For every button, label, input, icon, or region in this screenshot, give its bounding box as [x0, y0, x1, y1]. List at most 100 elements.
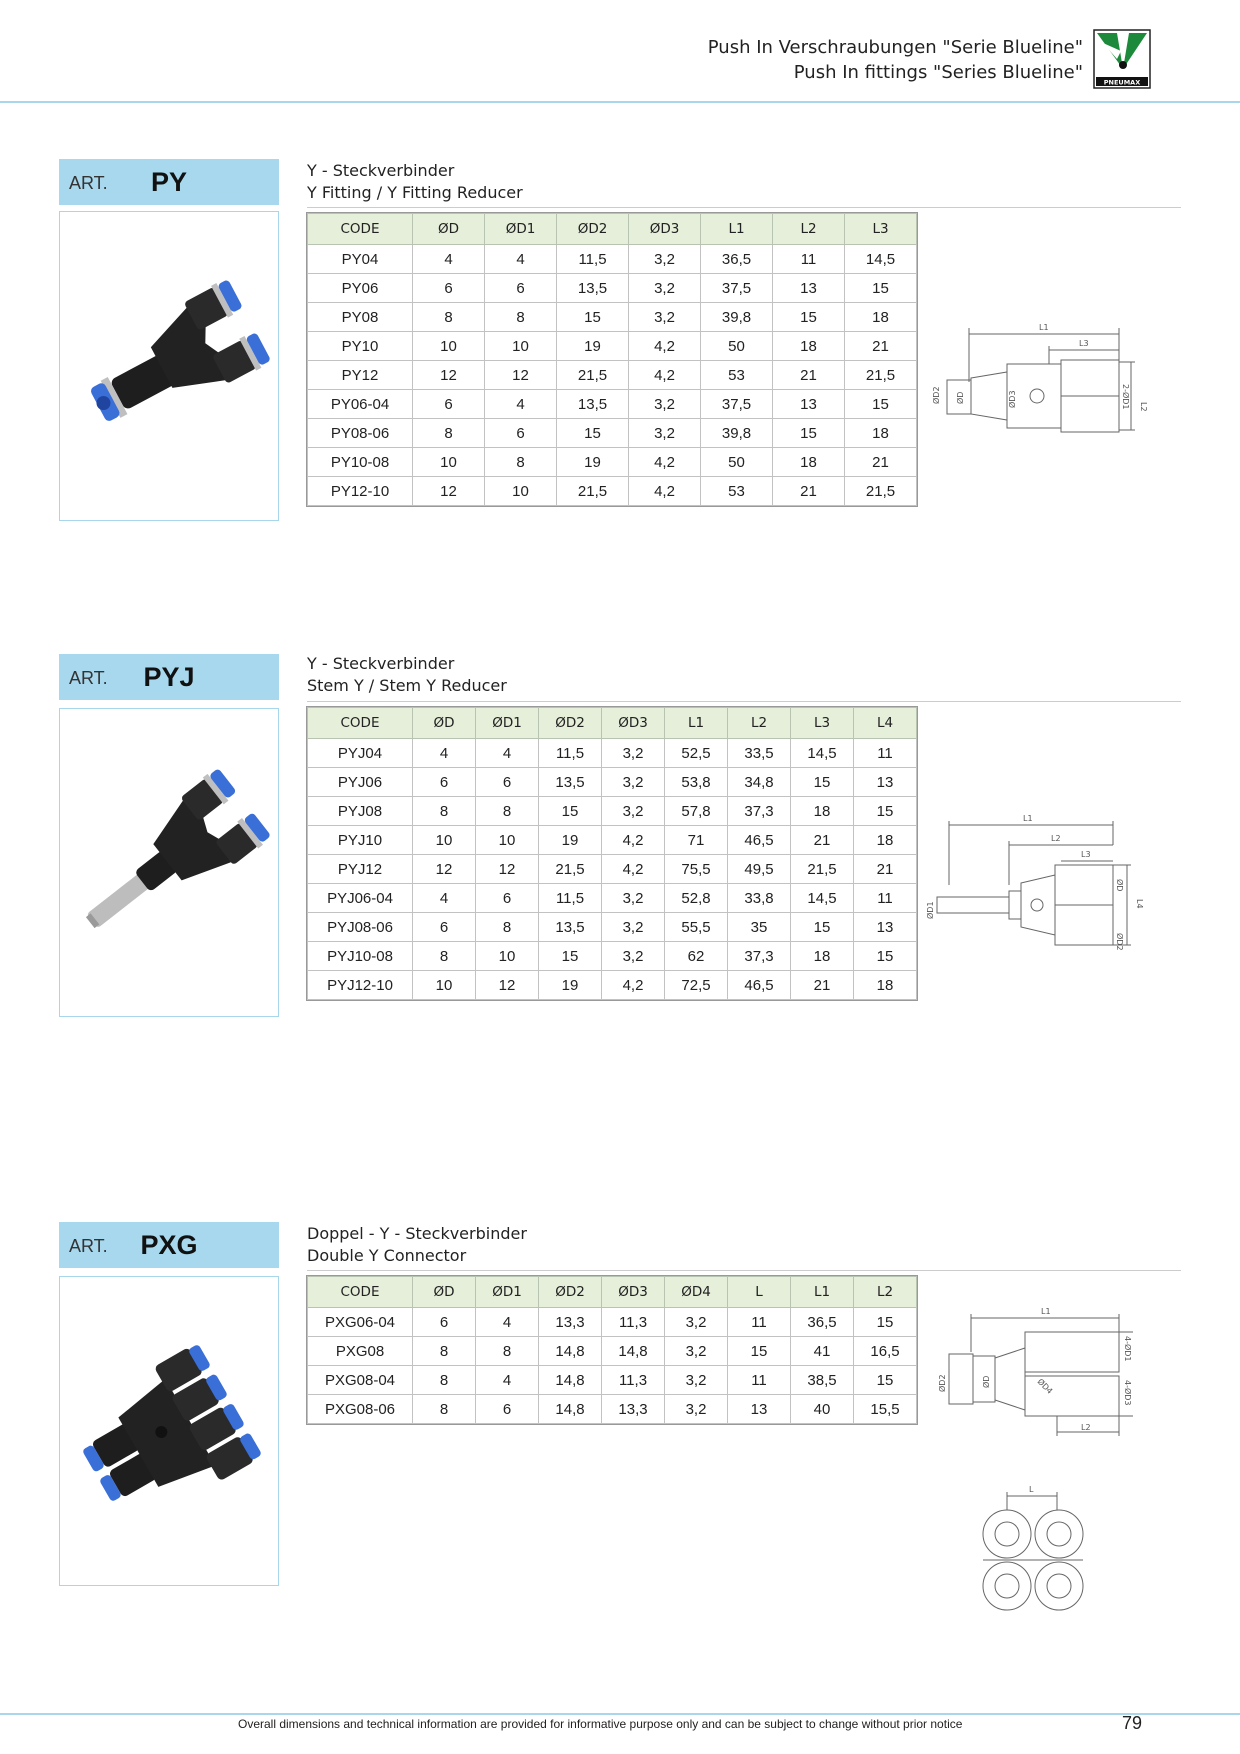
- cell-value: 11,3: [601, 1365, 665, 1395]
- section-title-pyj: Y - Steckverbinder Stem Y / Stem Y Reduc…: [307, 653, 507, 697]
- technical-drawing-pyj: L1 L2 L3 ØD1 ØD L4 ØD2: [913, 805, 1153, 960]
- cell-value: 15: [538, 796, 602, 826]
- cell-value: 3,2: [601, 912, 665, 942]
- cell-value: 13: [853, 912, 917, 942]
- cell-value: 71: [664, 825, 728, 855]
- cell-value: 18: [790, 941, 854, 971]
- cell-value: 13: [727, 1394, 791, 1424]
- art-code: PYJ: [143, 662, 195, 692]
- cell-code: PYJ12-10: [307, 970, 413, 1000]
- cell-value: 10: [412, 331, 485, 361]
- cell-value: 21: [790, 970, 854, 1000]
- technical-drawing-pxg-front: L: [975, 1485, 1095, 1625]
- cell-value: 46,5: [727, 825, 791, 855]
- art-label: ART.: [69, 1236, 108, 1256]
- column-header: ØD1: [475, 707, 539, 739]
- logo-text: PNEUMAX: [1104, 79, 1140, 87]
- cell-value: 11: [853, 883, 917, 913]
- technical-drawing-py: L1 L3 2-ØD1 L2 ØD2 ØD ØD3: [929, 312, 1149, 447]
- section-title-pxg: Doppel - Y - Steckverbinder Double Y Con…: [307, 1223, 527, 1267]
- cell-value: 21,5: [538, 854, 602, 884]
- cell-value: 14,8: [538, 1365, 602, 1395]
- cell-value: 4: [412, 738, 476, 768]
- cell-value: 37,3: [727, 796, 791, 826]
- svg-text:ØD2: ØD2: [937, 1374, 947, 1392]
- cell-value: 50: [700, 447, 773, 477]
- cell-value: 15: [853, 941, 917, 971]
- cell-value: 41: [790, 1336, 854, 1366]
- cell-value: 8: [412, 1336, 476, 1366]
- cell-value: 11,5: [538, 883, 602, 913]
- cell-value: 52,8: [664, 883, 728, 913]
- cell-value: 8: [412, 302, 485, 332]
- cell-value: 18: [772, 331, 845, 361]
- cell-code: PY08-06: [307, 418, 413, 448]
- svg-text:L1: L1: [1023, 814, 1033, 823]
- cell-value: 13,5: [538, 767, 602, 797]
- svg-text:L2: L2: [1051, 834, 1061, 843]
- cell-value: 3,2: [664, 1365, 728, 1395]
- cell-value: 13,5: [538, 912, 602, 942]
- cell-code: PYJ04: [307, 738, 413, 768]
- cell-value: 12: [475, 970, 539, 1000]
- cell-value: 10: [412, 970, 476, 1000]
- title-german: Doppel - Y - Steckverbinder: [307, 1224, 527, 1243]
- cell-value: 49,5: [727, 854, 791, 884]
- column-header: CODE: [307, 213, 413, 245]
- column-header: L2: [772, 213, 845, 245]
- cell-value: 19: [538, 825, 602, 855]
- cell-value: 11: [727, 1365, 791, 1395]
- section-divider: [307, 207, 1181, 208]
- cell-value: 15: [853, 796, 917, 826]
- cell-value: 55,5: [664, 912, 728, 942]
- svg-text:2-ØD1: 2-ØD1: [1121, 384, 1131, 410]
- cell-value: 8: [475, 912, 539, 942]
- product-photo-pyj: [59, 708, 279, 1017]
- cell-value: 3,2: [628, 244, 701, 274]
- cell-value: 3,2: [601, 796, 665, 826]
- section-divider: [307, 1270, 1181, 1271]
- cell-value: 21,5: [844, 360, 917, 390]
- py-fitting-image: [91, 280, 270, 421]
- cell-value: 11,5: [556, 244, 629, 274]
- cell-value: 34,8: [727, 767, 791, 797]
- title-german: Y - Steckverbinder: [307, 654, 455, 673]
- column-header: CODE: [307, 707, 413, 739]
- art-box-pxg: ART. PXG: [59, 1222, 279, 1268]
- technical-drawing-pxg-side: L1 L2 4-ØD1 ØD2 ØD ØD4 4-ØD3: [929, 1296, 1149, 1461]
- column-header: ØD3: [601, 707, 665, 739]
- cell-value: 36,5: [700, 244, 773, 274]
- footer-divider: [0, 1713, 1240, 1715]
- column-header: ØD1: [475, 1276, 539, 1308]
- column-header: ØD2: [538, 1276, 602, 1308]
- header-divider: [0, 101, 1240, 103]
- cell-value: 3,2: [628, 418, 701, 448]
- cell-value: 6: [475, 767, 539, 797]
- cell-value: 15: [844, 273, 917, 303]
- cell-value: 3,2: [664, 1307, 728, 1337]
- cell-value: 4: [412, 244, 485, 274]
- cell-value: 8: [412, 1365, 476, 1395]
- cell-value: 21: [844, 331, 917, 361]
- cell-value: 62: [664, 941, 728, 971]
- cell-value: 8: [412, 418, 485, 448]
- header-title-german: Push In Verschraubungen "Serie Blueline": [707, 37, 1083, 58]
- cell-code: PXG06-04: [307, 1307, 413, 1337]
- column-header: L2: [727, 707, 791, 739]
- svg-text:ØD3: ØD3: [1007, 390, 1017, 408]
- cell-value: 19: [538, 970, 602, 1000]
- cell-value: 21: [844, 447, 917, 477]
- cell-value: 19: [556, 447, 629, 477]
- svg-text:L3: L3: [1079, 339, 1089, 348]
- cell-code: PY12-10: [307, 476, 413, 506]
